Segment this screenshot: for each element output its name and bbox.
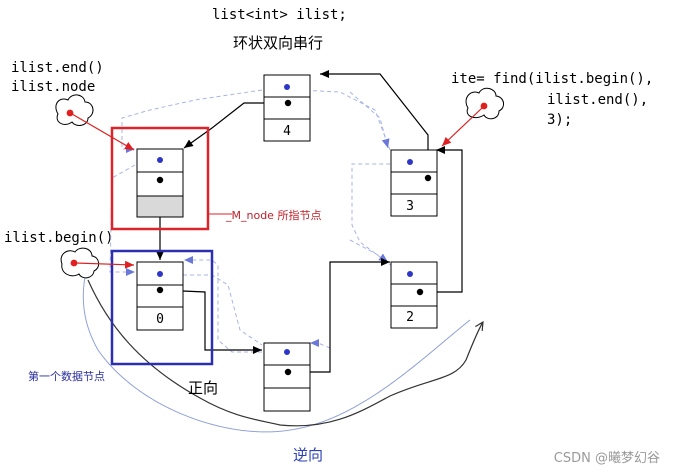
prev-pointer-dot xyxy=(407,159,413,165)
prev-link-head-to-n0 xyxy=(109,164,136,276)
end-pointer-arrow xyxy=(71,113,135,151)
next-pointer-dot xyxy=(156,286,164,294)
begin-pointer-arrow xyxy=(75,260,135,269)
node-value: 0 xyxy=(156,312,164,327)
prev-link-n1-to-n2 xyxy=(184,256,262,353)
list-node-2: 2 xyxy=(390,261,438,329)
list-node-head xyxy=(136,148,184,218)
prev-link-n4-to-head xyxy=(121,89,263,153)
declaration-code: list<int> ilist; xyxy=(212,7,347,23)
prev-link-n2-entry xyxy=(349,239,389,263)
next-pointer-dot xyxy=(284,99,292,107)
list-node-3: 3 xyxy=(390,149,438,217)
forward-direction-curve xyxy=(87,279,483,427)
node-member-code: ilist.node xyxy=(11,79,95,95)
csdn-watermark: CSDN @曦梦幻谷 xyxy=(554,450,660,466)
prev-link-n3-to-n4 xyxy=(297,86,391,151)
next-pointer-dot xyxy=(156,176,164,184)
next-link-n2-to-n3 xyxy=(420,146,463,293)
prev-link-n1-entry xyxy=(310,339,331,349)
begin-call-code: ilist.begin() xyxy=(4,230,114,246)
list-node-0: 0 xyxy=(136,261,184,331)
empty-data-cell xyxy=(136,195,184,218)
prev-link-n2-to-n3 xyxy=(351,163,393,267)
ite-pointer-arrow xyxy=(441,107,483,147)
first-node-label: 第一个数据节点 xyxy=(28,369,105,383)
m-node-highlight-box xyxy=(110,126,210,231)
forward-label: 正向 xyxy=(188,379,218,397)
first-node-highlight-box xyxy=(110,249,214,366)
ite-pointer-cloud xyxy=(465,87,504,120)
prev-pointer-dot xyxy=(284,349,290,355)
next-pointer-dot xyxy=(416,288,424,296)
end-pointer-cloud xyxy=(55,94,94,126)
node-value: 4 xyxy=(283,124,291,139)
list-node-4: 4 xyxy=(263,74,311,142)
prev-pointer-dot xyxy=(157,157,163,163)
next-pointer-dot xyxy=(424,174,432,182)
node-value: 3 xyxy=(406,199,414,214)
find-call-line2: ilist.end(), xyxy=(547,92,648,108)
prev-link-n0-to-n1 xyxy=(183,274,263,346)
list-node-bottom xyxy=(263,342,311,412)
prev-pointer-dot xyxy=(284,84,290,90)
end-call-code: ilist.end() xyxy=(11,60,104,76)
diagram-title: 环状双向串行 xyxy=(233,34,323,52)
prev-pointer-dot xyxy=(157,271,163,277)
find-call-line1: ite= find(ilist.begin(), xyxy=(451,71,653,87)
backward-direction-curve xyxy=(82,262,471,433)
next-pointer-dot xyxy=(284,368,292,376)
m-node-label: _M_node 所指节点 xyxy=(225,208,321,222)
prev-pointer-dot xyxy=(407,271,413,277)
find-call-line3: 3); xyxy=(547,112,572,128)
node-value: 2 xyxy=(406,310,414,325)
backward-label: 逆向 xyxy=(293,446,323,464)
